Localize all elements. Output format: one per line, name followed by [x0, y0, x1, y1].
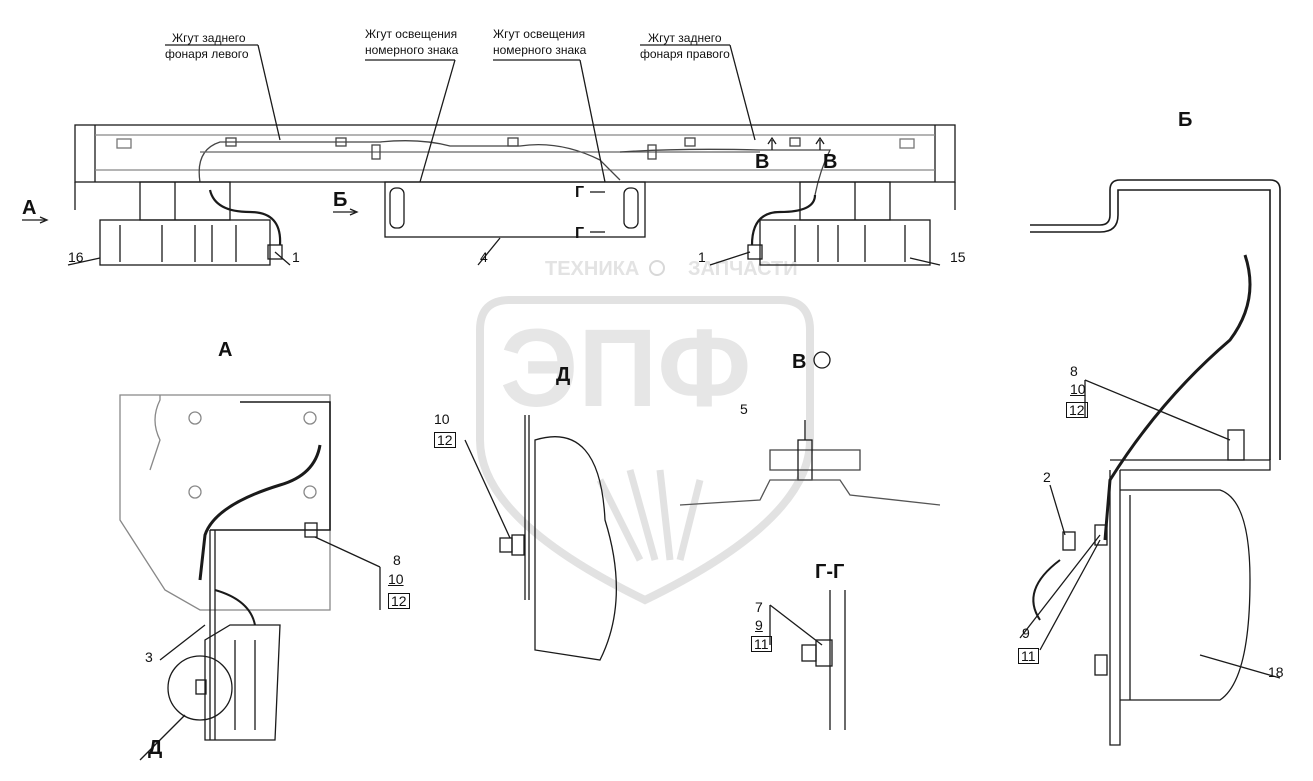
callout-gg-9: 9	[755, 617, 763, 633]
callout-a-12: 12	[388, 593, 410, 609]
callout-gg-7: 7	[755, 599, 763, 615]
callout-a-3: 3	[145, 649, 153, 665]
section-v-left-label: В	[755, 151, 770, 173]
callout-b-11: 11	[1018, 648, 1039, 664]
harness-rear-left-line2: фонаря левого	[165, 47, 249, 61]
harness-rear-right-line2: фонаря правого	[640, 47, 730, 61]
callout-b-18: 18	[1268, 664, 1284, 680]
callout-b-8: 8	[1070, 363, 1078, 379]
callout-1-right: 1	[698, 249, 706, 265]
harness-rear-right-line1: Жгут заднего	[648, 31, 722, 45]
harness-plate-light-2-line1: Жгут освещения	[493, 27, 586, 41]
callout-a-8: 8	[393, 552, 401, 568]
section-g-top-label: Г	[575, 184, 585, 201]
section-g-bottom-label: Г	[575, 225, 585, 242]
view-arrow-a-label: А	[22, 197, 37, 219]
view-b-title: Б	[1178, 109, 1193, 131]
view-a-title: А	[218, 339, 233, 361]
callout-16: 16	[68, 249, 84, 265]
callout-b-12: 12	[1066, 402, 1088, 418]
callout-b-2: 2	[1043, 469, 1051, 485]
view-arrow-b-label: Б	[333, 189, 348, 211]
section-gg-title: Г-Г	[815, 561, 845, 583]
callout-15: 15	[950, 249, 966, 265]
watermark-logo-text: ЭПФ	[500, 307, 752, 430]
callout-1-left: 1	[292, 249, 300, 265]
callout-v-5: 5	[740, 401, 748, 417]
callout-a-10: 10	[388, 571, 404, 587]
watermark-left-text: ТЕХНИКА	[545, 258, 640, 280]
section-v-right-label: В	[823, 151, 838, 173]
callout-b-9: 9	[1022, 625, 1030, 641]
harness-plate-light-1-line1: Жгут освещения	[365, 27, 458, 41]
callout-d-10: 10	[434, 411, 450, 427]
callout-d-12: 12	[434, 432, 456, 448]
harness-plate-light-2-line2: номерного знака	[493, 43, 587, 57]
view-d-title: Д	[556, 364, 571, 386]
callout-d-label: Д	[148, 737, 163, 759]
callout-gg-11: 11	[751, 636, 772, 652]
view-v-title: В	[792, 351, 807, 373]
callout-b-10: 10	[1070, 381, 1086, 397]
harness-rear-left-line1: Жгут заднего	[172, 31, 246, 45]
callout-4: 4	[480, 249, 488, 265]
harness-plate-light-1-line2: номерного знака	[365, 43, 459, 57]
